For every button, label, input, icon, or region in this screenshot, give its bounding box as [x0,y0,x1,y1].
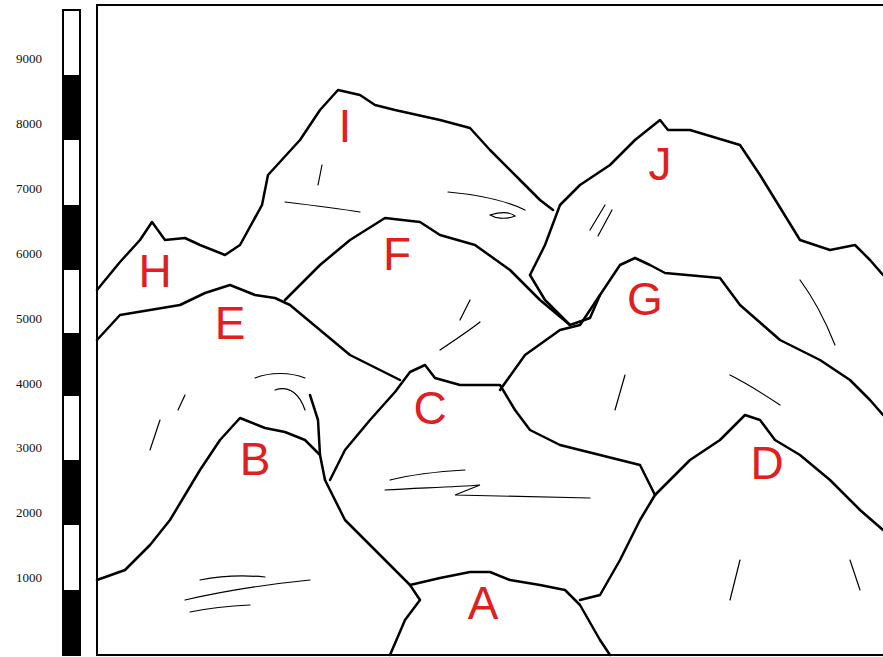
hatch-stroke [440,300,480,350]
hatch-strokes [150,165,860,612]
ridge-line [97,418,325,580]
scale-value: 5000 [16,312,42,325]
scale-value: 7000 [16,182,42,195]
scale-value: 8000 [16,117,42,130]
scale-bar-segment [63,460,80,525]
peak-letter: C [413,385,446,431]
scale-value: 1000 [16,571,42,584]
ridge-line [97,285,400,380]
hatch-stroke [448,192,525,218]
ridge-line [580,495,655,600]
ridge-line [530,120,883,275]
hatch-stroke [285,202,360,212]
scale-bar-segment [63,590,80,655]
scale-bar [63,10,80,655]
hatch-stroke [255,374,305,411]
scale-value: 6000 [16,247,42,260]
scale-value: 3000 [16,441,42,454]
peak-letter: H [138,248,171,294]
peak-letter: E [215,300,246,346]
peak-letter: B [240,436,271,482]
ridge-line [655,415,883,530]
peak-letter: I [339,103,352,149]
ridge-line [310,395,320,455]
hatch-stroke [590,205,612,236]
ridge-lines [97,90,883,655]
peak-letter: F [383,231,411,277]
scale-value: 2000 [16,506,42,519]
peak-letter: G [627,276,663,322]
ridge-line [325,480,420,655]
scale-bar-frame [63,10,80,655]
hatch-stroke [800,280,835,345]
peak-letter: A [468,580,499,626]
ridge-line [500,258,883,415]
ridge-line [330,365,655,495]
ridge-line [530,275,600,325]
scale-bar-segment [63,333,80,396]
scale-bar-segment [63,205,80,270]
peak-letter: D [750,440,783,486]
hatch-stroke [150,395,185,450]
hatch-stroke [318,165,322,185]
scale-bar-segment [63,75,80,140]
hatch-stroke [730,560,860,600]
ridge-line [410,572,610,655]
scale-value: 4000 [16,377,42,390]
hatch-stroke [185,576,310,612]
hatch-stroke [385,470,590,498]
ridge-line [285,218,570,325]
picture-frame [97,5,883,655]
hatch-stroke [615,375,780,410]
scale-value: 9000 [16,52,42,65]
peak-letter: J [649,141,672,187]
